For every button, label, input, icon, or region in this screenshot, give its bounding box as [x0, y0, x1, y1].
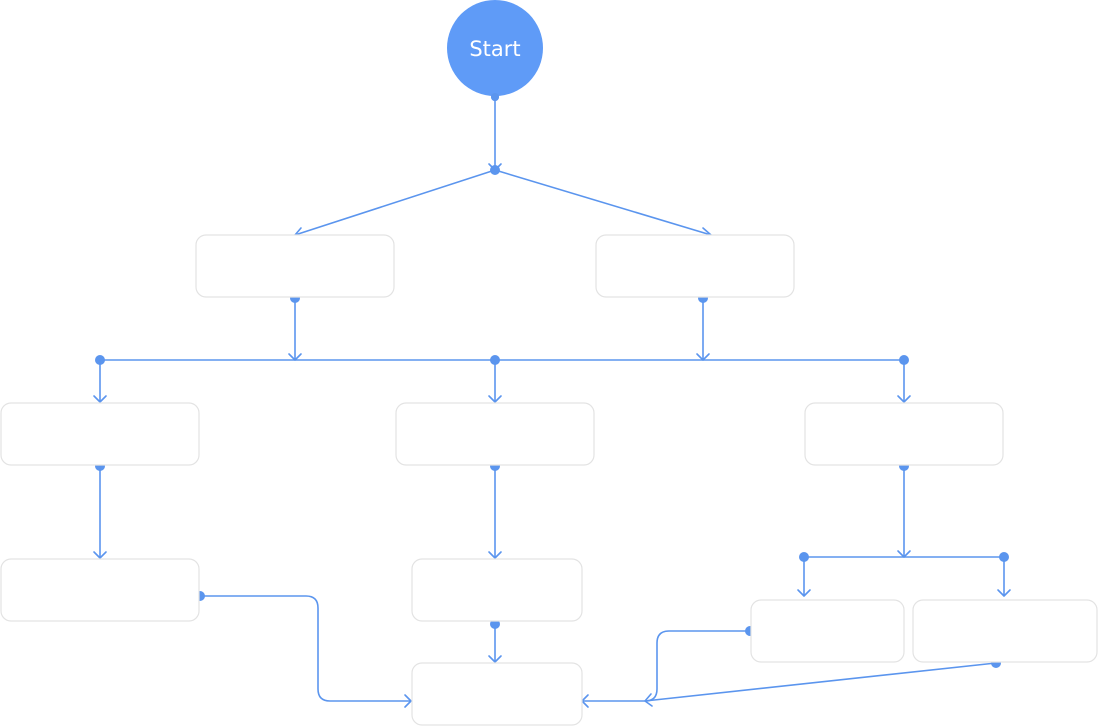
flow-node-9[interactable]	[912, 599, 1098, 663]
arrowhead	[93, 551, 107, 559]
arrowhead	[897, 395, 911, 403]
flow-node-5[interactable]	[804, 402, 1004, 466]
flow-node-8[interactable]	[750, 599, 905, 663]
arrowhead	[488, 655, 502, 663]
edge-node-8-to-node-10	[582, 630, 750, 702]
flow-node-6[interactable]	[0, 558, 200, 622]
start-node-label: Start	[469, 37, 520, 61]
flow-node-4[interactable]	[395, 402, 595, 466]
edge-fork-to-node-1	[294, 169, 496, 236]
flow-node-2[interactable]	[595, 234, 795, 298]
arrowhead	[93, 395, 107, 403]
edge-node-6-to-node-10	[200, 595, 411, 702]
arrowhead	[997, 589, 1011, 597]
edge-fork-to-node-2	[494, 169, 712, 236]
connectors	[93, 93, 1011, 708]
edge-node-9-to-node-10	[644, 662, 997, 702]
arrowhead	[488, 551, 502, 559]
flow-node-1[interactable]	[195, 234, 395, 298]
flow-node-3[interactable]	[0, 402, 200, 466]
arrowhead	[644, 693, 653, 707]
connector-dot	[491, 93, 499, 101]
arrowhead	[488, 395, 502, 403]
flow-node-7[interactable]	[411, 558, 583, 622]
arrowhead	[797, 589, 811, 597]
start-node-circle[interactable]	[447, 0, 543, 96]
start-node[interactable]: Start	[447, 0, 543, 96]
nodes	[0, 234, 1098, 726]
flow-node-10[interactable]	[411, 662, 583, 726]
arrowhead	[404, 694, 412, 708]
